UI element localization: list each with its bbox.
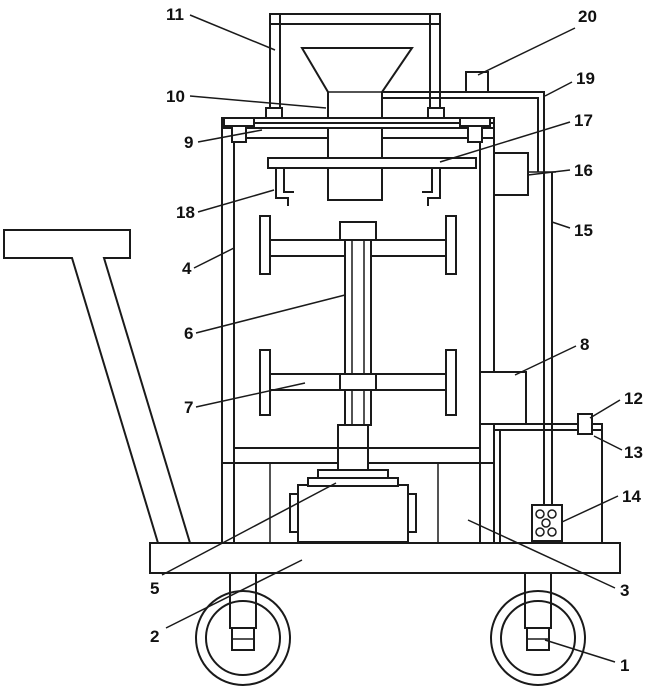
cart-handle xyxy=(3,229,192,544)
vertical-pipe xyxy=(528,171,556,505)
label-15: 15 xyxy=(574,221,593,240)
upper-blades xyxy=(259,215,457,275)
label-5: 5 xyxy=(150,579,159,598)
label-7: 7 xyxy=(184,398,193,417)
label-13: 13 xyxy=(624,443,643,462)
cart-base-plate xyxy=(149,542,621,574)
label-2: 2 xyxy=(150,627,159,646)
filter xyxy=(531,504,563,542)
label-12: 12 xyxy=(624,389,643,408)
label-14: 14 xyxy=(622,487,641,506)
leader-lines xyxy=(161,14,623,663)
lower-blades xyxy=(259,349,457,416)
motor xyxy=(289,424,417,543)
label-4: 4 xyxy=(182,259,192,278)
label-17: 17 xyxy=(574,111,593,130)
scraper-brackets xyxy=(275,168,441,206)
water-tank xyxy=(493,423,603,544)
discharge-port xyxy=(479,371,527,425)
label-16: 16 xyxy=(574,161,593,180)
inlet-pipe xyxy=(577,413,593,435)
top-pipe xyxy=(382,71,545,172)
pump-box xyxy=(493,152,529,196)
label-11: 11 xyxy=(166,5,184,24)
label-18: 18 xyxy=(176,203,195,222)
stirring-shaft xyxy=(339,221,377,426)
top-plate xyxy=(221,107,495,143)
label-6: 6 xyxy=(184,324,193,343)
label-3: 3 xyxy=(620,581,629,600)
label-9: 9 xyxy=(184,133,193,152)
label-10: 10 xyxy=(166,87,185,106)
label-20: 20 xyxy=(578,7,597,26)
label-19: 19 xyxy=(576,69,595,88)
label-1: 1 xyxy=(620,656,629,675)
left-wheel xyxy=(195,572,291,686)
top-gantry xyxy=(269,13,441,123)
sealing-plate xyxy=(267,157,477,169)
label-8: 8 xyxy=(580,335,589,354)
right-wheel xyxy=(490,572,586,686)
